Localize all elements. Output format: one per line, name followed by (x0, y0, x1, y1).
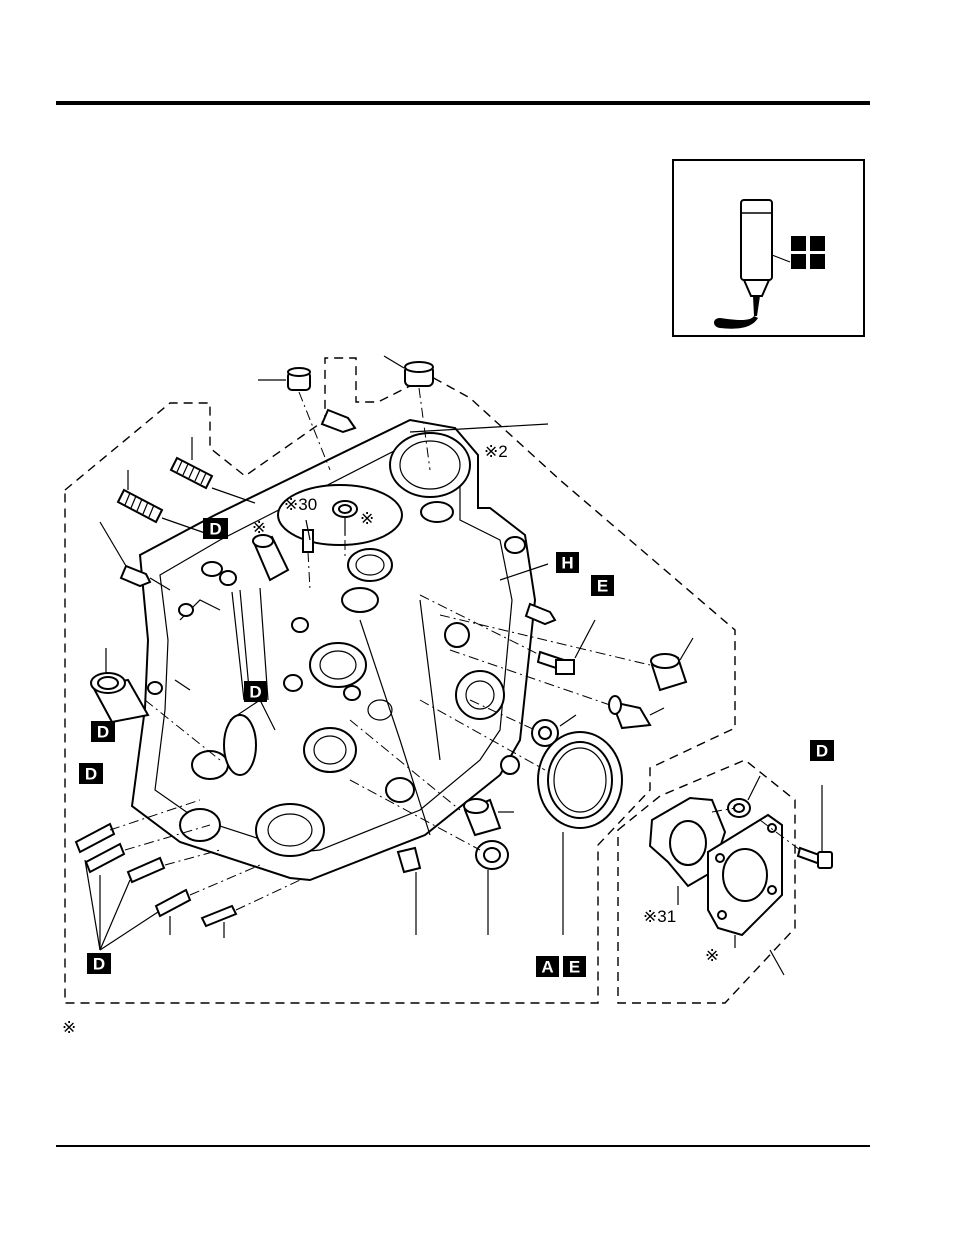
leader-line-cover (770, 950, 784, 975)
stud-bolt-lower-3 (128, 858, 164, 882)
stud-bolt-lower-2 (86, 844, 124, 872)
svg-text:D: D (97, 723, 109, 742)
breather-cap-right (384, 356, 433, 386)
o-ring-top (333, 501, 357, 517)
small-plug-mid (284, 675, 302, 691)
tag-d-left-2: D (79, 763, 103, 784)
hex-bolt-h (538, 620, 595, 674)
svg-text:D: D (93, 955, 105, 974)
tag-h: H (556, 552, 579, 573)
label-mark-c: ※ (705, 946, 719, 965)
svg-text:E: E (597, 577, 608, 596)
tag-d-left-1: D (91, 721, 115, 742)
tag-d-cover: D (810, 740, 834, 761)
svg-text:A: A (541, 958, 553, 977)
bushing-long (609, 696, 664, 728)
stud-bolt-upper-1 (171, 437, 212, 488)
label-ref-30: ※30 (284, 495, 317, 514)
label-mark-b: ※ (360, 509, 374, 528)
svg-text:D: D (85, 765, 97, 784)
stud-bolt-lower-1 (76, 824, 114, 852)
label-mark-a: ※ (252, 518, 266, 537)
svg-text:D: D (816, 742, 828, 761)
dowel-pin-bottom (398, 848, 420, 935)
small-stud-30 (303, 530, 313, 552)
svg-text:H: H (561, 554, 573, 573)
footnote-mark: ※ (62, 1018, 76, 1037)
tag-e-upper: E (591, 575, 614, 596)
tag-e-bottom: E (563, 956, 586, 977)
bushing-lower-2 (476, 841, 508, 935)
stud-bolt-lower-4 (156, 890, 190, 935)
sealant-legend-box (673, 160, 864, 336)
dowel-pin-upper (322, 410, 355, 432)
bushing-right (651, 638, 693, 690)
sleeve-left (91, 648, 148, 722)
bushing-lower-1 (464, 799, 514, 835)
tag-a-bottom: A (536, 956, 559, 977)
header-rule (56, 101, 870, 105)
label-ref-2: ※2 (484, 442, 508, 461)
footer-rule (56, 1145, 870, 1147)
svg-text:D: D (249, 683, 261, 702)
breather-cap-left (258, 368, 310, 390)
tag-d-mid: D (244, 681, 267, 702)
flange-bolt (798, 785, 832, 868)
tag-d-upper: D (203, 518, 228, 539)
stud-bolt-lower-5 (202, 906, 236, 938)
svg-text:D: D (209, 520, 221, 539)
tag-d-bottom: D (87, 953, 111, 974)
washer-cover (728, 776, 760, 817)
stud-bolt-upper-2 (118, 470, 162, 522)
svg-text:E: E (569, 958, 580, 977)
label-ref-31: ※31 (643, 907, 676, 926)
